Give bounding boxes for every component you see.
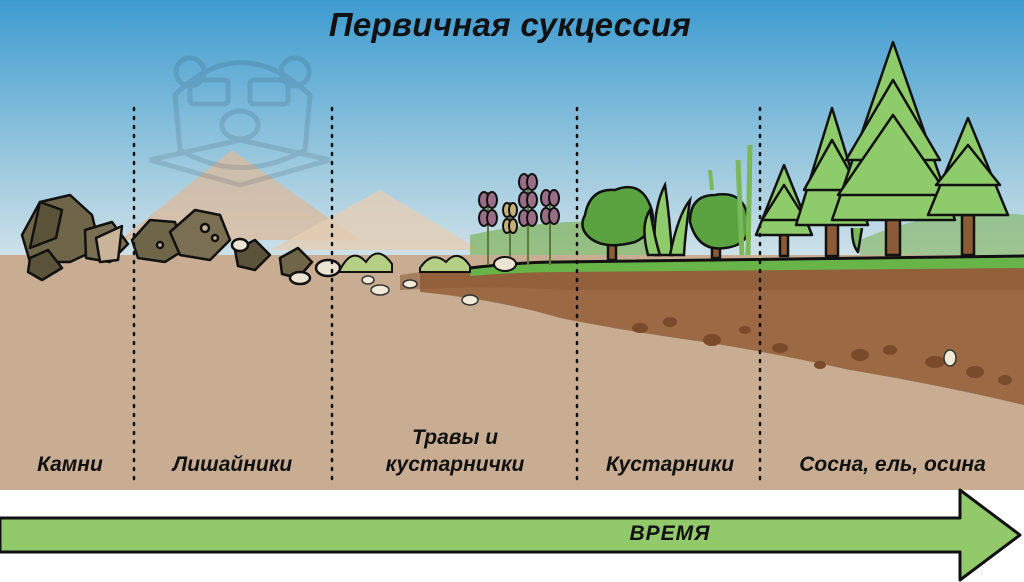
light-pebbles <box>361 275 957 367</box>
lichen-icon <box>130 208 342 286</box>
tree-icon <box>754 40 1010 258</box>
stage-label-stones: Камни <box>37 453 103 476</box>
page-title: Первичная сукцессия <box>328 6 692 43</box>
stage-dividers <box>132 106 762 482</box>
grass-icon <box>339 173 560 273</box>
stage-label-shrubs: Кустарники <box>605 453 735 476</box>
stage-label-grasses: Травы и кустарнички <box>385 426 525 476</box>
time-arrow <box>0 488 1022 582</box>
stage-label-lichens: Лишайники <box>172 453 293 476</box>
bear-watermark-icon <box>149 55 331 188</box>
shrub-icon <box>581 144 753 262</box>
grass-line <box>470 256 1024 276</box>
stage-label-trees: Сосна, ель, осина <box>799 453 986 476</box>
soil-pebbles <box>632 317 1012 385</box>
dark-soil-layer <box>420 262 1024 405</box>
time-arrow-label: ВРЕМЯ <box>629 522 711 545</box>
rock-icon <box>20 193 130 282</box>
